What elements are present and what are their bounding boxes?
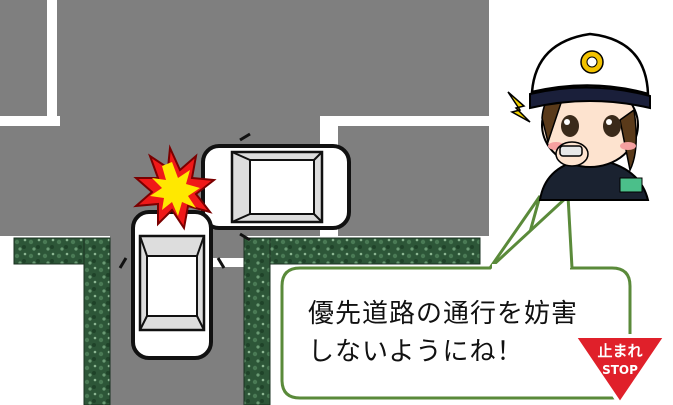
whistle-icon <box>555 141 589 167</box>
crash-burst-icon <box>133 144 217 231</box>
speech-bubble-text: 優先道路の通行を妨害 しないようにね！ <box>308 295 578 371</box>
stop-sign-label-jp: 止まれ <box>597 342 642 360</box>
speech-line-2: しないようにね！ <box>308 337 524 367</box>
speech-line-1: 優先道路の通行を妨害 <box>308 299 579 329</box>
hedges <box>13 237 481 405</box>
police-officer-icon <box>507 32 651 201</box>
stop-sign-label-en: STOP <box>602 363 638 377</box>
car-icon <box>118 210 226 360</box>
car-icon <box>201 132 351 242</box>
stop-sign-icon: 止まれ STOP <box>572 334 668 405</box>
